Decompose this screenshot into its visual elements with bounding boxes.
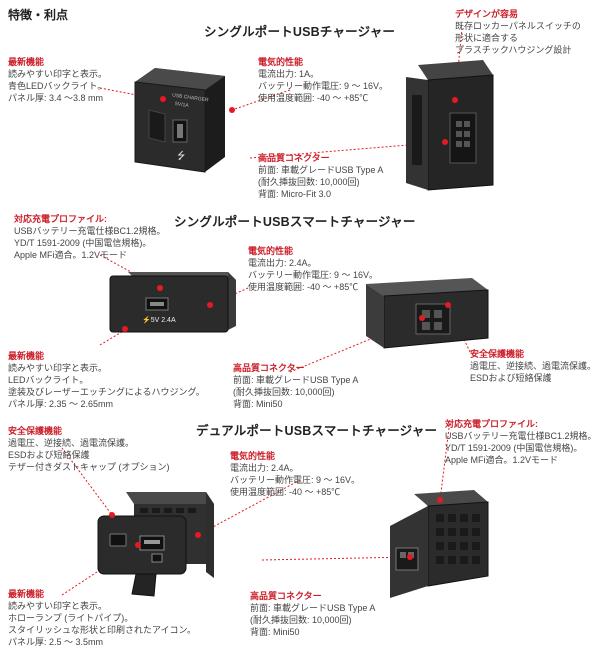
block-line: YD/T 1591-2009 (中国電信規格)。 bbox=[14, 238, 152, 248]
block-line: 過電圧、逆接続、過電流保護。 bbox=[8, 438, 135, 448]
block-heading: 安全保護機能 bbox=[8, 426, 63, 436]
block-heading: 高品質コネクター bbox=[258, 153, 330, 163]
feature-block-safety-3: 安全保護機能 過電圧、逆接続、過電流保護。 ESDおよび短絡保護 テザー付きダス… bbox=[8, 425, 170, 473]
callout-dot bbox=[207, 302, 213, 308]
block-heading: 高品質コネクター bbox=[233, 363, 305, 373]
block-heading: 対応充電プロファイル: bbox=[14, 214, 107, 224]
callout-dot bbox=[442, 139, 448, 145]
callout-dot bbox=[135, 542, 141, 548]
block-heading: 電気的性能 bbox=[230, 451, 276, 461]
block-line: 電流出力: 1A。 bbox=[258, 69, 320, 79]
dual-smart-charger-front-image bbox=[96, 488, 216, 603]
feature-block-connector-2: 高品質コネクター 前面: 車載グレードUSB Type A (耐久挿抜回数: 1… bbox=[233, 362, 358, 410]
single-smart-charger-front-image: ⚡5V 2.4A bbox=[108, 268, 238, 338]
feature-block-modern-features-1: 最新機能 読みやすい印字と表示。 青色LEDバックライト。 パネル厚: 3.4 … bbox=[8, 56, 107, 104]
section-title-single-port: シングルポートUSBチャージャー bbox=[204, 25, 396, 39]
feature-block-easy-design: デザインが容易 既存ロッカーパネルスイッチの 形状に適合する プラスチックハウジ… bbox=[455, 8, 581, 56]
feature-block-electrical-3: 電気的性能 電流出力: 2.4A。 バッテリー動作電圧: 9 〜 16V。 使用… bbox=[230, 450, 360, 498]
callout-dot bbox=[229, 107, 235, 113]
dual-smart-charger-rear-image bbox=[384, 488, 494, 603]
callout-dot bbox=[160, 96, 166, 102]
block-heading: 最新機能 bbox=[8, 589, 45, 599]
product-label-5v-24a: ⚡5V 2.4A bbox=[142, 317, 176, 324]
block-heading: 対応充電プロファイル: bbox=[445, 419, 538, 429]
block-line: 過電圧、逆接続、過電流保護。 bbox=[470, 361, 597, 371]
block-line: 前面: 車載グレードUSB Type A bbox=[250, 603, 376, 613]
block-heading: 電気的性能 bbox=[248, 246, 294, 256]
callout-dot bbox=[452, 97, 458, 103]
block-line: 青色LEDバックライト。 bbox=[8, 81, 107, 91]
block-line: 使用温度範囲: -40 〜 +85℃ bbox=[230, 487, 341, 497]
feature-block-modern-features-2: 最新機能 読みやすい印字と表示。 LEDバックライト。 塗装及びレーザーエッチン… bbox=[8, 350, 205, 410]
block-line: 前面: 車載グレードUSB Type A bbox=[233, 375, 359, 385]
block-line: 電流出力: 2.4A。 bbox=[248, 258, 317, 268]
feature-block-charging-profile-2: 対応充電プロファイル: USBバッテリー充電仕様BC1.2規格。 YD/T 15… bbox=[14, 213, 166, 261]
callout-dot bbox=[109, 512, 115, 518]
block-line: 読みやすい印字と表示。 bbox=[8, 69, 108, 79]
block-heading: 高品質コネクター bbox=[250, 591, 322, 601]
block-line: 背面: Mini50 bbox=[233, 399, 283, 409]
block-line: YD/T 1591-2009 (中国電信規格)。 bbox=[445, 443, 583, 453]
usb-symbol-icon: ⭍ bbox=[177, 151, 186, 162]
block-line: 読みやすい印字と表示。 bbox=[8, 601, 108, 611]
section-title-single-smart: シングルポートUSBスマートチャージャー bbox=[174, 215, 416, 229]
block-line: 塗装及びレーザーエッチングによるハウジング。 bbox=[8, 387, 205, 397]
block-heading: 電気的性能 bbox=[258, 57, 304, 67]
block-line: プラスチックハウジング設計 bbox=[455, 45, 572, 55]
page-header: 特徴・利点 bbox=[8, 8, 69, 22]
block-line: 既存ロッカーパネルスイッチの bbox=[455, 21, 581, 31]
callout-dot bbox=[445, 302, 451, 308]
callout-dot bbox=[157, 285, 163, 291]
block-line: パネル厚: 2.5 〜 3.5mm bbox=[8, 637, 104, 647]
feature-block-electrical-2: 電気的性能 電流出力: 2.4A。 バッテリー動作電圧: 9 〜 16V。 使用… bbox=[248, 245, 378, 293]
block-line: ESDおよび短絡保護 bbox=[8, 450, 90, 460]
block-line: LEDバックライト。 bbox=[8, 375, 89, 385]
feature-block-electrical-1: 電気的性能 電流出力: 1A。 バッテリー動作電圧: 9 〜 16V。 使用温度… bbox=[258, 56, 388, 104]
callout-dot bbox=[122, 326, 128, 332]
block-line: テザー付きダストキャップ (オプション) bbox=[8, 462, 170, 472]
block-line: 使用温度範囲: -40 〜 +85℃ bbox=[248, 282, 359, 292]
block-line: ホローランプ (ライトパイプ)。 bbox=[8, 613, 134, 623]
block-line: 形状に適合する bbox=[455, 33, 519, 43]
block-line: 電流出力: 2.4A。 bbox=[230, 463, 299, 473]
callout-dot bbox=[407, 554, 413, 560]
block-heading: 最新機能 bbox=[8, 351, 45, 361]
block-line: ESDおよび短絡保護 bbox=[470, 373, 552, 383]
callout-dot bbox=[419, 315, 425, 321]
feature-block-connector-3: 高品質コネクター 前面: 車載グレードUSB Type A (耐久挿抜回数: 1… bbox=[250, 590, 375, 638]
block-line: スタイリッシュな形状と印刷されたアイコン。 bbox=[8, 625, 197, 635]
block-line: パネル厚: 2.35 〜 2.65mm bbox=[8, 399, 114, 409]
block-line: 背面: Mini50 bbox=[250, 627, 300, 637]
block-line: 前面: 車載グレードUSB Type A bbox=[258, 165, 384, 175]
block-line: バッテリー動作電圧: 9 〜 16V。 bbox=[258, 81, 389, 91]
section-title-dual-smart: デュアルポートUSBスマートチャージャー bbox=[196, 424, 438, 438]
block-line: 背面: Micro-Fit 3.0 bbox=[258, 189, 332, 199]
block-line: バッテリー動作電圧: 9 〜 16V。 bbox=[248, 270, 379, 280]
block-heading: 最新機能 bbox=[8, 57, 45, 67]
feature-block-safety-2: 安全保護機能 過電圧、逆接続、過電流保護。 ESDおよび短絡保護 bbox=[470, 348, 596, 384]
feature-block-connector-1: 高品質コネクター 前面: 車載グレードUSB Type A (耐久挿抜回数: 1… bbox=[258, 152, 383, 200]
block-heading: 安全保護機能 bbox=[470, 349, 525, 359]
block-line: Apple MFi適合。1.2Vモード bbox=[14, 250, 128, 260]
callout-dot bbox=[437, 497, 443, 503]
block-line: (耐久挿抜回数: 10,000回) bbox=[233, 387, 335, 397]
block-line: (耐久挿抜回数: 10,000回) bbox=[250, 615, 352, 625]
feature-block-modern-features-3: 最新機能 読みやすい印字と表示。 ホローランプ (ライトパイプ)。 スタイリッシ… bbox=[8, 588, 196, 648]
single-smart-charger-rear-image bbox=[362, 272, 492, 352]
block-line: バッテリー動作電圧: 9 〜 16V。 bbox=[230, 475, 361, 485]
feature-block-charging-profile-3: 対応充電プロファイル: USBバッテリー充電仕様BC1.2規格。 YD/T 15… bbox=[445, 418, 597, 466]
callout-dot bbox=[195, 532, 201, 538]
block-line: (耐久挿抜回数: 10,000回) bbox=[258, 177, 360, 187]
block-line: USBバッテリー充電仕様BC1.2規格。 bbox=[445, 431, 597, 441]
single-port-charger-rear-image bbox=[398, 55, 498, 195]
block-heading: デザインが容易 bbox=[455, 9, 519, 19]
single-port-charger-image: USB CHARGER 5V/1A ⭍ bbox=[125, 62, 240, 182]
block-line: Apple MFi適合。1.2Vモード bbox=[445, 455, 559, 465]
block-line: USBバッテリー充電仕様BC1.2規格。 bbox=[14, 226, 166, 236]
block-line: パネル厚: 3.4 〜3.8 mm bbox=[8, 93, 104, 103]
block-line: 読みやすい印字と表示。 bbox=[8, 363, 108, 373]
block-line: 使用温度範囲: -40 〜 +85℃ bbox=[258, 93, 369, 103]
